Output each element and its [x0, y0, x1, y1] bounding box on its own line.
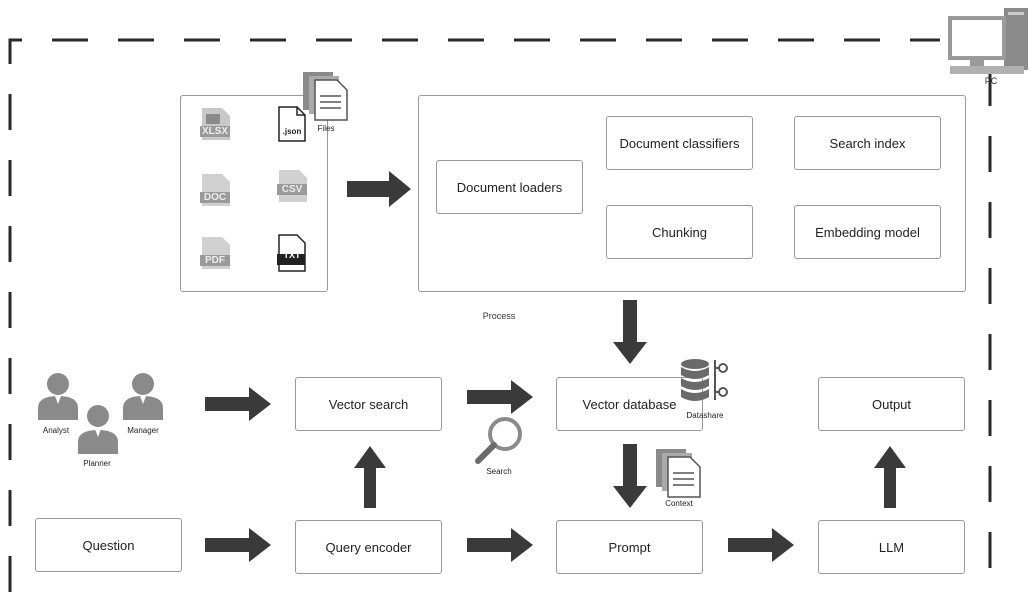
manager-label: Manager: [127, 426, 159, 435]
document-loaders-box: Document loaders: [436, 160, 583, 214]
pc-label: PC: [984, 76, 998, 86]
arrow-llm-to-output: [874, 446, 906, 508]
llm-box: LLM: [818, 520, 965, 574]
arrow-encoder-to-search: [354, 446, 386, 508]
vector-search-box: Vector search: [295, 377, 442, 431]
arrow-search-to-db: [467, 380, 533, 414]
json-file-icon: .json: [277, 106, 307, 142]
doc-file-icon: DOC: [200, 172, 230, 208]
arrow-users-to-search: [205, 387, 271, 421]
dashed-boundary: [8, 38, 992, 592]
document-classifiers-box: Document classifiers: [606, 116, 753, 170]
users-icon: [30, 372, 172, 468]
datashare-label: Datashare: [686, 411, 724, 420]
arrow-encoder-to-prompt: [467, 528, 533, 562]
pc-icon: PC: [946, 6, 1030, 86]
database-icon: [677, 356, 733, 412]
chunking-box: Chunking: [606, 205, 753, 259]
files-icon: [301, 70, 351, 122]
arrow-db-to-prompt: [613, 444, 647, 508]
prompt-box: Prompt: [556, 520, 703, 574]
pdf-file-icon: PDF: [200, 235, 230, 271]
search-label: Search: [486, 467, 512, 476]
arrow-prompt-to-llm: [728, 528, 794, 562]
csv-file-icon: CSV: [277, 168, 307, 204]
txt-file-icon: TXT: [277, 234, 307, 272]
question-box: Question: [35, 518, 182, 572]
search-icon: [474, 414, 526, 466]
arrow-files-to-loaders: [347, 171, 411, 207]
files-label: Files: [317, 124, 335, 133]
search-index-box: Search index: [794, 116, 941, 170]
process-label: Process: [482, 311, 516, 321]
embedding-model-box: Embedding model: [794, 205, 941, 259]
vector-database-box: Vector database: [556, 377, 703, 431]
context-icon: [654, 447, 704, 499]
arrow-process-to-db: [613, 300, 647, 364]
analyst-label: Analyst: [42, 426, 70, 435]
planner-label: Planner: [83, 459, 111, 468]
query-encoder-box: Query encoder: [295, 520, 442, 574]
arrow-question-to-encoder: [205, 528, 271, 562]
output-box: Output: [818, 377, 965, 431]
xlsx-file-icon: XLSX: [200, 106, 230, 142]
context-label: Context: [665, 499, 693, 508]
